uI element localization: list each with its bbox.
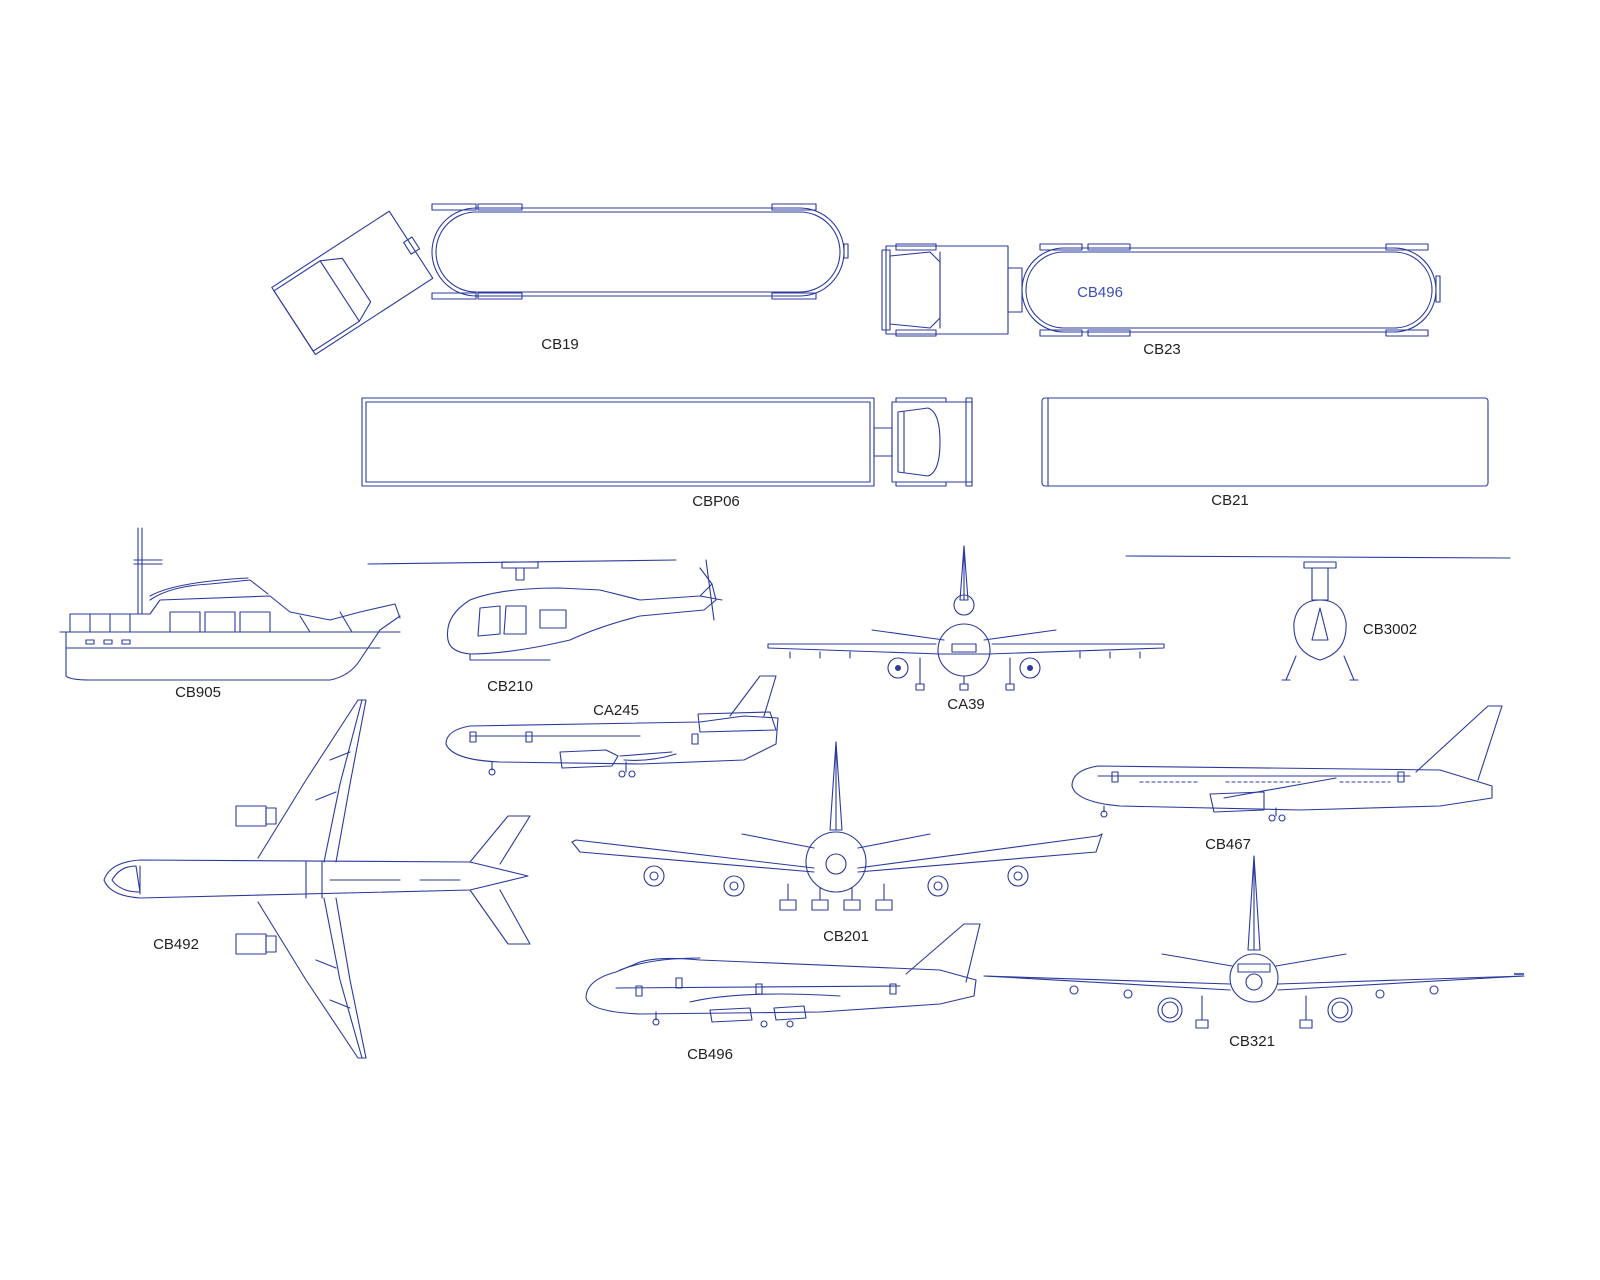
yacht-cb905 — [59, 527, 401, 681]
semi-truck-cbp06 — [361, 397, 973, 487]
label-cb467: CB467 — [1205, 836, 1251, 853]
label-cb23: CB23 — [1143, 341, 1181, 358]
jumbo-front-cb201 — [571, 741, 1103, 911]
label-cb21: CB21 — [1211, 492, 1249, 509]
label-cb210: CB210 — [487, 678, 533, 695]
twinjet-side-cb467 — [1071, 705, 1503, 822]
label-cbp06: CBP06 — [692, 493, 740, 510]
label-cb321: CB321 — [1229, 1033, 1275, 1050]
trailer-box-cb21 — [1041, 397, 1489, 487]
helicopter-front-cb3002 — [1125, 555, 1511, 681]
tanker-truck-angled-cb19 — [271, 203, 849, 356]
label-cb496: CB496 — [687, 1046, 733, 1063]
label-ca39: CA39 — [947, 696, 985, 713]
tanker-truck-straight-cb23 — [881, 243, 1441, 337]
twinjet-front-cb321 — [983, 855, 1525, 1029]
helicopter-side-cb210 — [367, 559, 723, 661]
trijet-front-ca39 — [767, 545, 1165, 691]
label-cb492: CB492 — [153, 936, 199, 953]
trijet-side-ca245 — [445, 675, 779, 778]
label-cb3002: CB3002 — [1363, 621, 1417, 638]
label-cb19: CB19 — [541, 336, 579, 353]
airliner-top-cb492 — [103, 699, 531, 1059]
label-cb496-inner: CB496 — [1077, 284, 1123, 301]
label-cb201: CB201 — [823, 928, 869, 945]
label-cb905: CB905 — [175, 684, 221, 701]
label-ca245: CA245 — [593, 702, 639, 719]
jumbo-side-cb496 — [585, 923, 981, 1028]
